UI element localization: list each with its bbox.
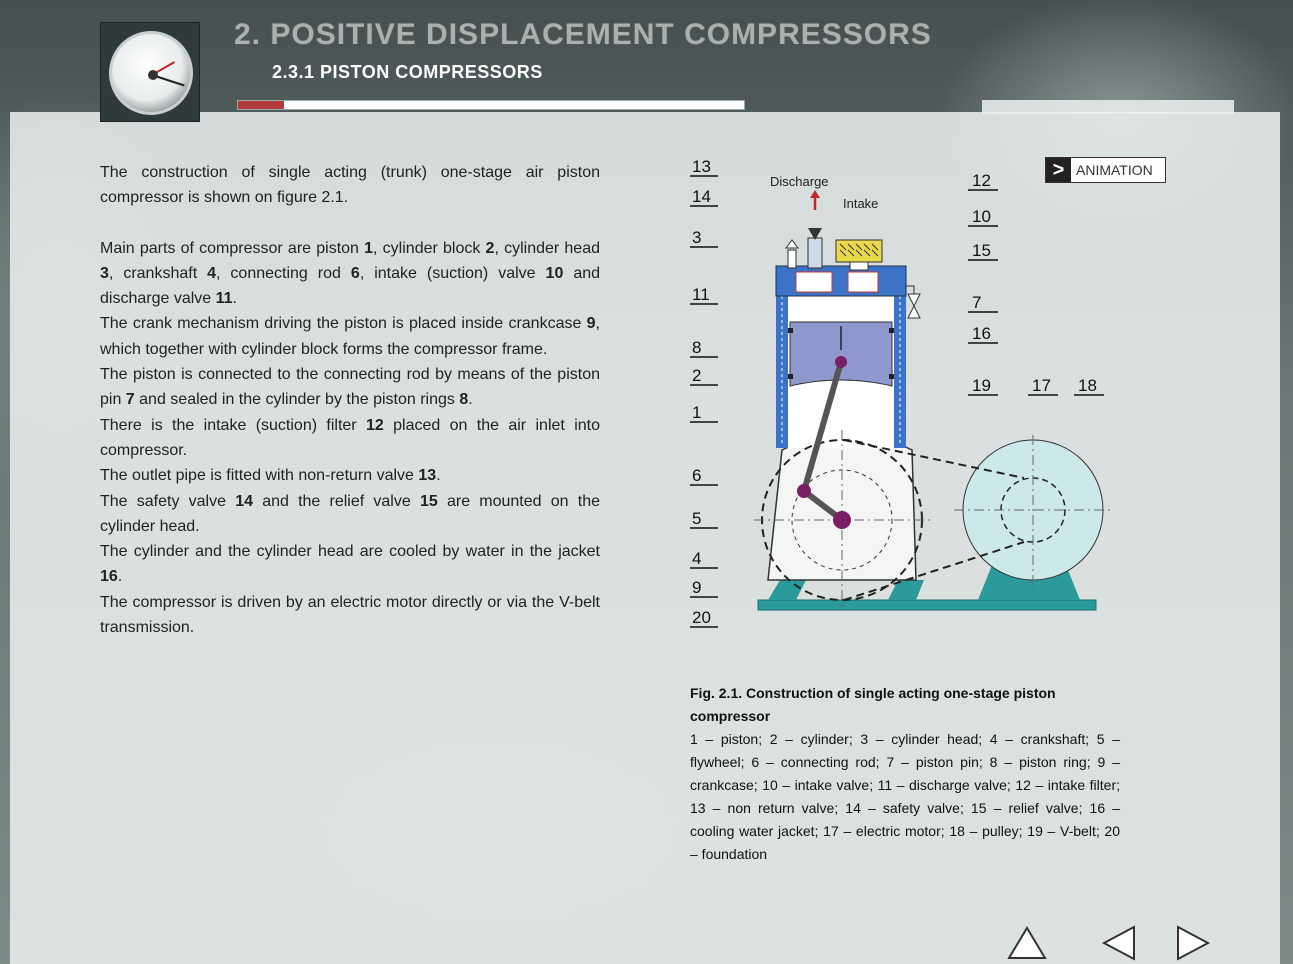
callout-number: 6 bbox=[692, 466, 701, 485]
piston-pin bbox=[835, 356, 847, 368]
callout-number: 19 bbox=[972, 376, 991, 395]
crankshaft bbox=[833, 511, 851, 529]
callout-number: 17 bbox=[1032, 376, 1051, 395]
caption-title: Fig. 2.1. Construction of single acting … bbox=[690, 685, 1056, 724]
non-return-valve bbox=[808, 228, 822, 240]
piston-ring bbox=[788, 328, 793, 333]
intake-valve bbox=[847, 271, 879, 293]
connecting-rod bbox=[801, 361, 844, 492]
intake-label: Intake bbox=[843, 196, 878, 211]
discharge-pipe bbox=[807, 237, 823, 269]
crank-pin bbox=[797, 484, 811, 498]
piston-ring bbox=[889, 328, 894, 333]
gauge-dial bbox=[109, 31, 193, 115]
paragraph: Main parts of compressor are piston 1, c… bbox=[100, 239, 601, 308]
body-text: The construction of single acting (trunk… bbox=[100, 160, 600, 640]
paragraph: The construction of single acting (trunk… bbox=[100, 164, 600, 207]
callout-number: 20 bbox=[692, 608, 711, 627]
crankcase-foot bbox=[888, 580, 924, 600]
right-callout-numbers: 12 10 15 7 16 19 17 18 bbox=[968, 171, 1104, 396]
v-belt bbox=[843, 439, 1025, 479]
discharge-label: Discharge bbox=[770, 174, 829, 189]
callout-number: 9 bbox=[692, 578, 701, 597]
right-triangle-icon bbox=[1177, 925, 1211, 961]
paragraph: The compressor is driven by an electric … bbox=[100, 593, 600, 637]
pressure-gauge-logo bbox=[100, 22, 200, 122]
callout-number: 15 bbox=[972, 241, 991, 260]
animation-button[interactable]: > ANIMATION bbox=[1045, 157, 1166, 183]
v-belt bbox=[843, 541, 1025, 601]
left-triangle-icon bbox=[1101, 925, 1135, 961]
callout-number: 5 bbox=[692, 509, 701, 528]
gauge-hub bbox=[148, 70, 158, 80]
crankcase-foot bbox=[768, 580, 806, 600]
figure-caption: Fig. 2.1. Construction of single acting … bbox=[690, 682, 1120, 866]
caption-legend: 1 – piston; 2 – cylinder; 3 – cylinder h… bbox=[690, 731, 1120, 862]
callout-number: 3 bbox=[692, 228, 701, 247]
callout-number: 12 bbox=[972, 171, 991, 190]
progress-bar-fill bbox=[238, 101, 284, 109]
discharge-arrowhead bbox=[810, 190, 820, 198]
callout-number: 16 bbox=[972, 324, 991, 343]
callout-number: 14 bbox=[692, 187, 711, 206]
callout-number: 8 bbox=[692, 338, 701, 357]
callout-number: 10 bbox=[972, 207, 991, 226]
callout-number: 18 bbox=[1078, 376, 1097, 395]
paragraph: There is the intake (suction) filter 12 … bbox=[100, 416, 600, 459]
play-arrow-icon: > bbox=[1046, 158, 1071, 182]
up-button[interactable] bbox=[1005, 924, 1049, 962]
section-title: 2.3.1 PISTON COMPRESSORS bbox=[272, 62, 543, 82]
callout-number: 7 bbox=[972, 293, 981, 312]
previous-button[interactable] bbox=[1098, 924, 1142, 962]
foundation bbox=[757, 599, 1097, 611]
callout-number: 2 bbox=[692, 366, 701, 385]
paragraph: The outlet pipe is fitted with non-retur… bbox=[100, 467, 441, 485]
callout-number: 11 bbox=[692, 285, 710, 304]
next-button[interactable] bbox=[1170, 924, 1214, 962]
progress-bar bbox=[237, 100, 745, 110]
piston-ring bbox=[889, 374, 894, 379]
filter-mesh bbox=[839, 243, 879, 257]
piston-ring bbox=[788, 374, 793, 379]
relief-valve bbox=[907, 293, 921, 308]
paragraph: The piston is connected to the connectin… bbox=[100, 366, 600, 409]
paragraph: The crank mechanism driving the piston i… bbox=[100, 315, 600, 358]
callout-number: 13 bbox=[692, 157, 711, 176]
paragraph: The cylinder and the cylinder head are c… bbox=[100, 543, 600, 586]
callout-number: 4 bbox=[692, 549, 701, 568]
callout-number: 1 bbox=[692, 403, 701, 422]
panel-tab-decoration bbox=[982, 100, 1234, 114]
left-callout-numbers: 13 14 3 11 8 2 1 6 5 4 9 20 bbox=[690, 157, 718, 628]
page-title: 2. POSITIVE DISPLACEMENT COMPRESSORS bbox=[234, 18, 932, 51]
intake-filter bbox=[835, 239, 883, 263]
relief-valve-lower bbox=[907, 304, 921, 319]
up-triangle-icon bbox=[1007, 926, 1047, 959]
piston bbox=[789, 321, 893, 387]
safety-valve bbox=[787, 249, 797, 269]
animation-button-label: ANIMATION bbox=[1076, 162, 1153, 178]
safety-valve-cap bbox=[785, 239, 799, 249]
paragraph: The safety valve 14 and the relief valve… bbox=[100, 492, 600, 535]
intake-neck bbox=[849, 261, 869, 271]
discharge-valve bbox=[795, 271, 833, 293]
